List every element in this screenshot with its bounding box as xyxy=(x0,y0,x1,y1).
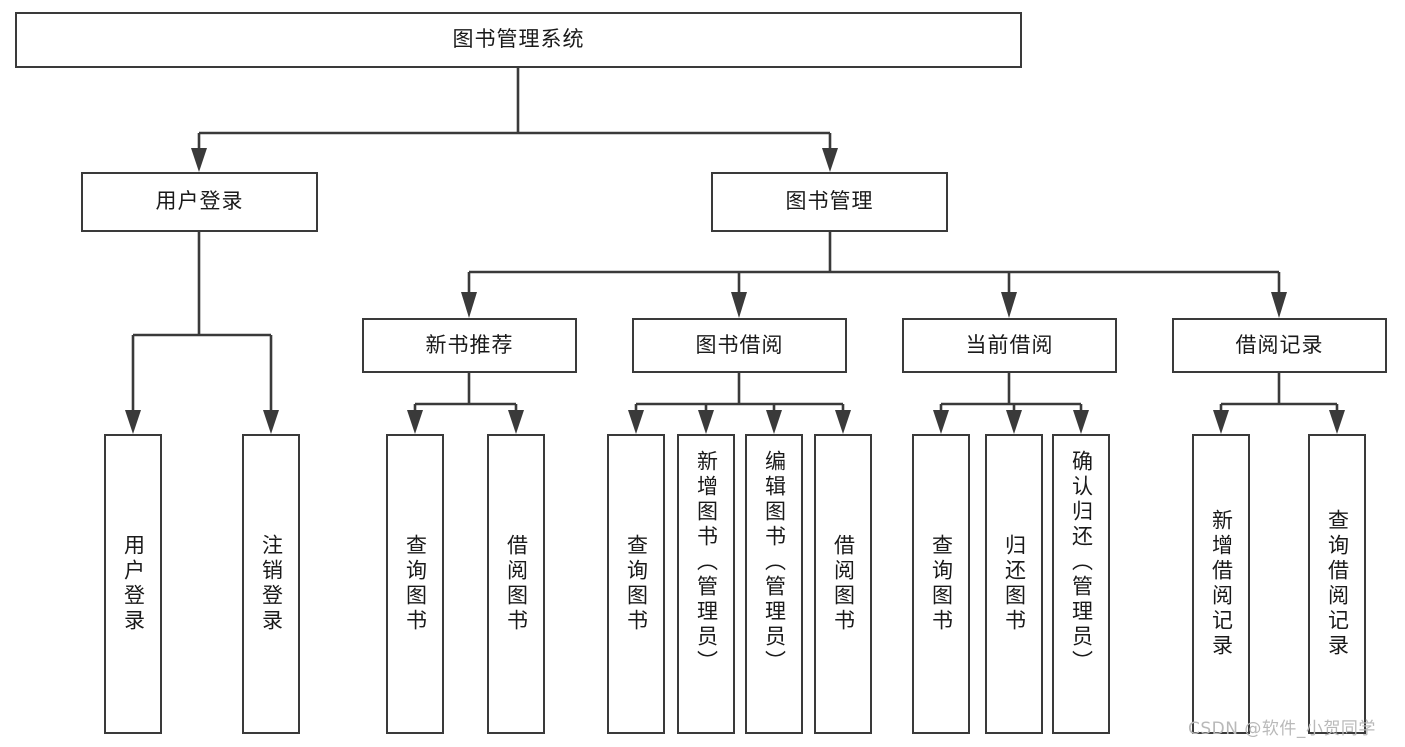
node-book-borrow-label: 图书借阅 xyxy=(695,332,784,357)
arrowhead-leaf-return-book xyxy=(1006,410,1022,434)
arrowhead-leaf-add-book-admin xyxy=(698,410,714,434)
node-leaf-return-book-label: 归还图书 xyxy=(1002,534,1027,634)
arrowhead-leaf-user-login xyxy=(125,410,141,434)
node-leaf-borrow-book-2-label: 借阅图书 xyxy=(831,534,856,634)
node-leaf-logout[interactable]: 注销登录 xyxy=(242,434,300,734)
node-leaf-edit-book-admin[interactable]: 编辑图书（管理员） xyxy=(745,434,803,734)
arrowhead-leaf-query-borrow-record xyxy=(1329,410,1345,434)
node-leaf-user-login-label: 用户登录 xyxy=(121,534,146,634)
arrowhead-borrow-record xyxy=(1271,292,1287,318)
arrowhead-leaf-query-book-3 xyxy=(933,410,949,434)
node-leaf-borrow-book-2[interactable]: 借阅图书 xyxy=(814,434,872,734)
node-borrow-record-label: 借阅记录 xyxy=(1235,332,1324,357)
arrowhead-leaf-borrow-book-2 xyxy=(835,410,851,434)
node-leaf-logout-label: 注销登录 xyxy=(259,534,284,634)
node-leaf-add-borrow-record-label: 新增借阅记录 xyxy=(1209,509,1234,659)
node-new-book-recommend[interactable]: 新书推荐 xyxy=(362,318,577,373)
node-leaf-query-book-3[interactable]: 查询图书 xyxy=(912,434,970,734)
node-leaf-query-book-3-label: 查询图书 xyxy=(929,534,954,634)
arrowhead-current-borrow xyxy=(1001,292,1017,318)
arrowhead-leaf-logout xyxy=(263,410,279,434)
arrowhead-book-borrow xyxy=(731,292,747,318)
node-leaf-query-book-1[interactable]: 查询图书 xyxy=(386,434,444,734)
node-new-book-recommend-label: 新书推荐 xyxy=(425,332,514,357)
node-leaf-user-login[interactable]: 用户登录 xyxy=(104,434,162,734)
node-borrow-record[interactable]: 借阅记录 xyxy=(1172,318,1387,373)
node-root-label: 图书管理系统 xyxy=(452,27,585,52)
node-user-login-label: 用户登录 xyxy=(155,189,244,214)
node-leaf-query-book-1-label: 查询图书 xyxy=(403,534,428,634)
node-book-manage[interactable]: 图书管理 xyxy=(711,172,948,232)
node-current-borrow[interactable]: 当前借阅 xyxy=(902,318,1117,373)
node-current-borrow-label: 当前借阅 xyxy=(965,332,1054,357)
node-leaf-add-book-admin-label: 新增图书（管理员） xyxy=(694,450,719,675)
csdn-watermark: CSDN @软件_小贺同学 xyxy=(1188,719,1376,739)
node-leaf-borrow-book-1[interactable]: 借阅图书 xyxy=(487,434,545,734)
arrowhead-leaf-add-borrow-record xyxy=(1213,410,1229,434)
arrowhead-leaf-confirm-return-admin xyxy=(1073,410,1089,434)
node-leaf-query-book-2[interactable]: 查询图书 xyxy=(607,434,665,734)
node-leaf-borrow-book-1-label: 借阅图书 xyxy=(504,534,529,634)
node-leaf-edit-book-admin-label: 编辑图书（管理员） xyxy=(762,450,787,675)
arrowhead-leaf-borrow-book-1 xyxy=(508,410,524,434)
arrowhead-leaf-query-book-1 xyxy=(407,410,423,434)
node-root[interactable]: 图书管理系统 xyxy=(15,12,1022,68)
node-leaf-confirm-return-admin-label: 确认归还（管理员） xyxy=(1069,450,1094,675)
node-leaf-confirm-return-admin[interactable]: 确认归还（管理员） xyxy=(1052,434,1110,734)
node-user-login[interactable]: 用户登录 xyxy=(81,172,318,232)
arrowhead-new-book-recommend xyxy=(461,292,477,318)
node-book-borrow[interactable]: 图书借阅 xyxy=(632,318,847,373)
arrowhead-userlogin xyxy=(191,148,207,172)
node-leaf-add-borrow-record[interactable]: 新增借阅记录 xyxy=(1192,434,1250,734)
arrowhead-bookmanage xyxy=(822,148,838,172)
node-book-manage-label: 图书管理 xyxy=(785,189,874,214)
node-leaf-add-book-admin[interactable]: 新增图书（管理员） xyxy=(677,434,735,734)
node-leaf-query-borrow-record[interactable]: 查询借阅记录 xyxy=(1308,434,1366,734)
node-leaf-query-book-2-label: 查询图书 xyxy=(624,534,649,634)
arrowhead-leaf-edit-book-admin xyxy=(766,410,782,434)
arrowhead-leaf-query-book-2 xyxy=(628,410,644,434)
node-leaf-query-borrow-record-label: 查询借阅记录 xyxy=(1325,509,1350,659)
node-leaf-return-book[interactable]: 归还图书 xyxy=(985,434,1043,734)
